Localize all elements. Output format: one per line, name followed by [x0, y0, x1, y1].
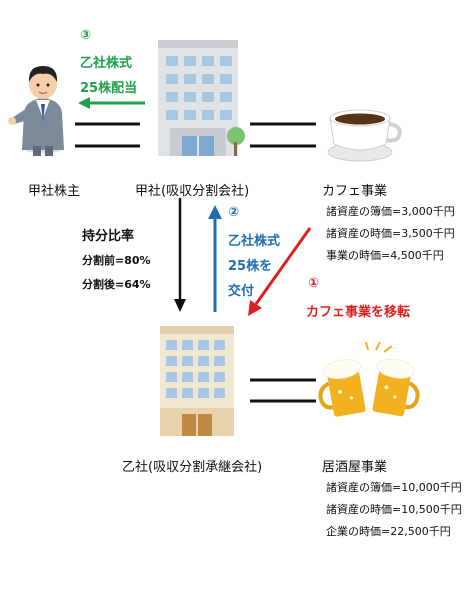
connector-company-a-cafe [250, 122, 316, 148]
red-transfer-arrow [248, 227, 312, 316]
ownership-title: 持分比率 [82, 229, 135, 244]
cafe-title: カフェ事業 [322, 184, 388, 199]
izakaya-enterprise-value: 企業の時価=22,500千円 [326, 525, 451, 538]
step2-number: ② [228, 205, 240, 220]
coffee-cup-icon [327, 109, 402, 162]
cafe-market-value: 諸資産の時価=3,500千円 [326, 227, 455, 240]
step3-line1: 乙社株式 [80, 56, 133, 71]
ownership-after: 分割後=64% [82, 278, 151, 291]
ownership-before: 分割前=80% [82, 254, 151, 267]
green-dividend-arrow [78, 97, 145, 109]
izakaya-title: 居酒屋事業 [322, 460, 388, 475]
connector-company-b-izakaya [250, 378, 316, 403]
company-a-building-icon [158, 40, 245, 156]
black-ownership-arrow [174, 198, 186, 312]
cafe-details: 諸資産の簿価=3,000千円 諸資産の時価=3,500千円 事業の時価=4,50… [326, 201, 455, 267]
step1-text: カフェ事業を移転 [306, 305, 411, 320]
company-b-building-icon [160, 326, 234, 436]
step2-line1: 乙社株式 [228, 234, 281, 249]
step2-line3: 交付 [228, 284, 255, 299]
company-b-label: 乙社(吸収分割承継会社) [122, 460, 263, 475]
step3-line2: 25株配当 [80, 81, 138, 96]
step3-number: ③ [80, 28, 92, 43]
shareholder-person-icon [8, 66, 64, 156]
cafe-book-value: 諸資産の簿価=3,000千円 [326, 205, 455, 218]
izakaya-market-value: 諸資産の時価=10,500千円 [326, 503, 462, 516]
izakaya-book-value: 諸資産の簿価=10,000千円 [326, 481, 462, 494]
beer-mugs-icon [318, 341, 420, 417]
izakaya-details: 諸資産の簿価=10,000千円 諸資産の時価=10,500千円 企業の時価=22… [326, 477, 462, 543]
connector-shareholder-company-a [75, 122, 140, 148]
cafe-business-value: 事業の時価=4,500千円 [326, 249, 444, 262]
step2-line2: 25株を [228, 259, 273, 274]
blue-share-arrow [208, 205, 222, 312]
shareholder-label: 甲社株主 [28, 184, 81, 199]
company-a-label: 甲社(吸収分割会社) [135, 184, 250, 199]
step1-number: ① [308, 276, 320, 291]
